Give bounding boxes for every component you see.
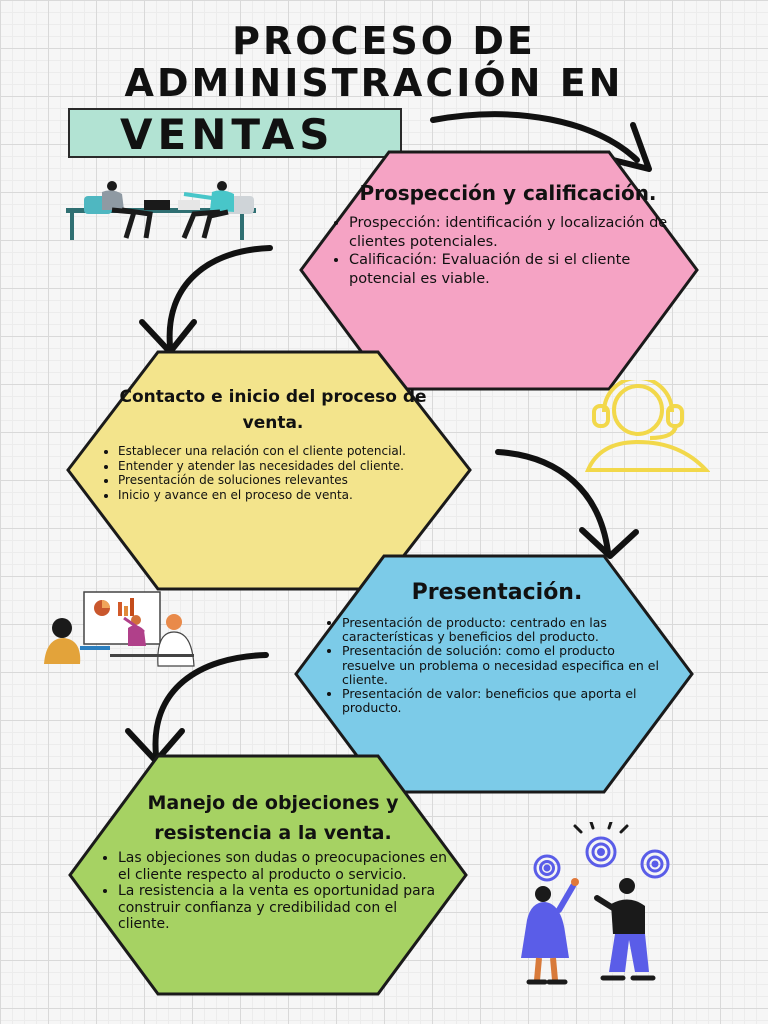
ideas-illustration — [521, 822, 670, 985]
step-2-title: Contacto e inicio del proceso de venta. — [119, 387, 427, 433]
ventas-label: VENTAS — [120, 110, 335, 159]
step-2-bullet-1: Establecer una relación con el cliente p… — [118, 444, 448, 459]
step-1-title: Prospección y calificación. — [359, 181, 657, 205]
hexagon-shape — [68, 754, 468, 996]
arrow-step1-to-step2 — [139, 245, 273, 355]
step-3-title: Presentación. — [411, 580, 583, 605]
headset-icon — [584, 380, 710, 472]
step-2-bullet-4: Inicio y avance en el proceso de venta. — [118, 488, 448, 503]
step-2-hexagon: Contacto e inicio del proceso de venta. … — [64, 348, 474, 593]
hexagon-fill — [66, 350, 472, 591]
step-1-bullet-2: Calificación: Evaluación de si el client… — [349, 251, 687, 288]
arrow-step2-to-step3 — [495, 449, 639, 559]
step-3-bullet-1: Presentación de producto: centrado en la… — [342, 615, 672, 644]
step-2-bullet-3: Presentación de soluciones relevantes — [118, 473, 448, 488]
step-4-title: Manejo de objeciones y resistencia a la … — [147, 792, 399, 844]
step-2-bullet-2: Entender y atender las necesidades del c… — [118, 459, 448, 474]
step-1-hexagon: Prospección y calificación. Prospección:… — [297, 148, 701, 393]
step-4-bullet-2: La resistencia a la venta es oportunidad… — [118, 883, 448, 933]
step-4-hexagon: Manejo de objeciones y resistencia a la … — [66, 752, 470, 998]
step-1-bullet-1: Prospección: identificación y localizaci… — [349, 214, 687, 251]
step-3-bullet-2: Presentación de solución: como el produc… — [342, 644, 672, 687]
meeting-illustration — [66, 181, 256, 240]
step-4-bullet-1: Las objeciones son dudas o preocupacione… — [118, 850, 448, 883]
ventas-label-box: VENTAS — [68, 108, 402, 159]
presentation-illustration — [44, 591, 195, 667]
step-3-bullet-3: Presentación de valor: beneficios que ap… — [342, 686, 672, 715]
hexagon-shape — [66, 350, 472, 591]
hexagon-fill — [68, 754, 468, 996]
title-line-1: PROCESO DE — [232, 19, 536, 63]
title-line-2: ADMINISTRACIÓN EN — [124, 61, 624, 105]
